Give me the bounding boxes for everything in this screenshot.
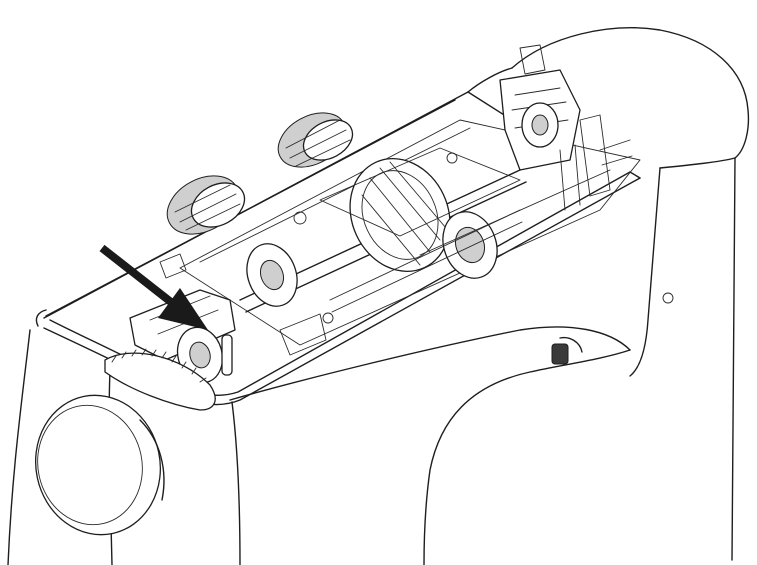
adjust-screw (551, 343, 569, 365)
side-hole (662, 292, 674, 304)
left-bracket (129, 289, 236, 361)
spool-holders (166, 112, 354, 235)
hand-wheel (34, 394, 165, 536)
gear-rim (104, 352, 216, 411)
callout-arrow (99, 244, 208, 330)
internal-mechanism (104, 44, 641, 411)
